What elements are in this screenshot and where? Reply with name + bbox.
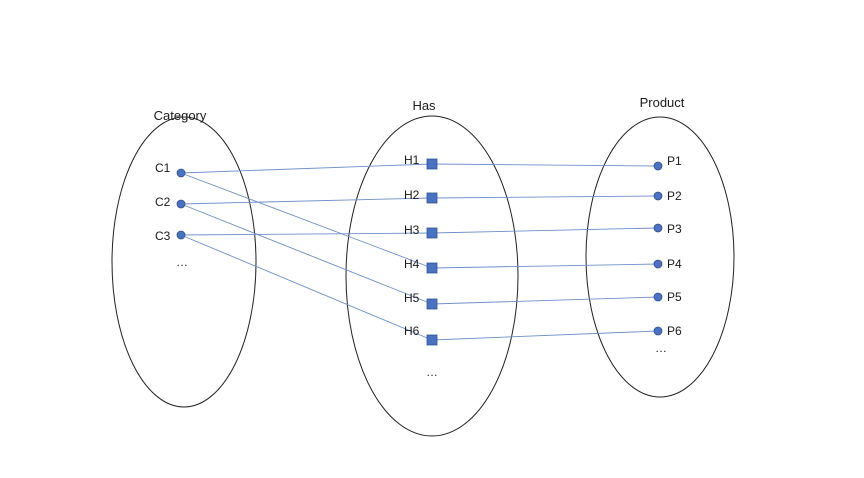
node-h3-label: H3 <box>404 223 420 237</box>
node-p2 <box>653 191 663 201</box>
node-h4-label: H4 <box>404 257 420 271</box>
node-p3 <box>653 223 663 233</box>
node-c2-label: C2 <box>155 195 171 209</box>
node-h6-label: H6 <box>404 324 420 338</box>
node-h5-label: H5 <box>404 291 420 305</box>
node-c1 <box>176 168 186 178</box>
node-h2 <box>426 192 438 204</box>
edge-c2-h5 <box>180 203 433 305</box>
node-c3-label: C3 <box>155 229 171 243</box>
node-p5-label: P5 <box>667 290 682 304</box>
edge-c1-h1 <box>180 163 433 174</box>
node-p3-label: P3 <box>667 222 682 236</box>
edge-c3-h6 <box>180 234 433 341</box>
node-h6 <box>426 334 438 346</box>
category-set-outline <box>111 116 257 408</box>
product-set-outline <box>585 116 735 398</box>
node-c1-label: C1 <box>155 161 171 175</box>
edge-h1-p1 <box>431 163 659 167</box>
edge-c1-h4 <box>180 172 433 269</box>
product-more: … <box>655 341 667 355</box>
node-p1 <box>653 161 663 171</box>
node-h2-label: H2 <box>404 188 420 202</box>
node-p6 <box>653 326 663 336</box>
category-set-label: Category <box>154 108 207 123</box>
node-h4 <box>426 262 438 274</box>
has-more: … <box>426 365 438 379</box>
node-p5 <box>653 292 663 302</box>
node-h3 <box>426 227 438 239</box>
node-p2-label: P2 <box>667 189 682 203</box>
node-p6-label: P6 <box>667 324 682 338</box>
node-h1-label: H1 <box>404 153 420 167</box>
node-p4-label: P4 <box>667 257 682 271</box>
edge-h5-p5 <box>431 296 659 305</box>
edge-c2-h2 <box>180 197 433 205</box>
edge-h4-p4 <box>431 263 659 269</box>
node-c2 <box>176 199 186 209</box>
node-p4 <box>653 259 663 269</box>
has-set-outline <box>345 115 519 437</box>
edge-h3-p3 <box>431 227 659 234</box>
has-set-label: Has <box>412 98 436 113</box>
node-h5 <box>426 298 438 310</box>
node-c3 <box>176 230 186 240</box>
edge-c3-h3 <box>180 232 433 236</box>
node-p1-label: P1 <box>667 154 682 168</box>
product-set-label: Product <box>640 95 685 110</box>
edge-h2-p2 <box>431 195 659 199</box>
category-more: … <box>176 255 188 269</box>
edge-h6-p6 <box>431 330 659 341</box>
node-h1 <box>426 158 438 170</box>
